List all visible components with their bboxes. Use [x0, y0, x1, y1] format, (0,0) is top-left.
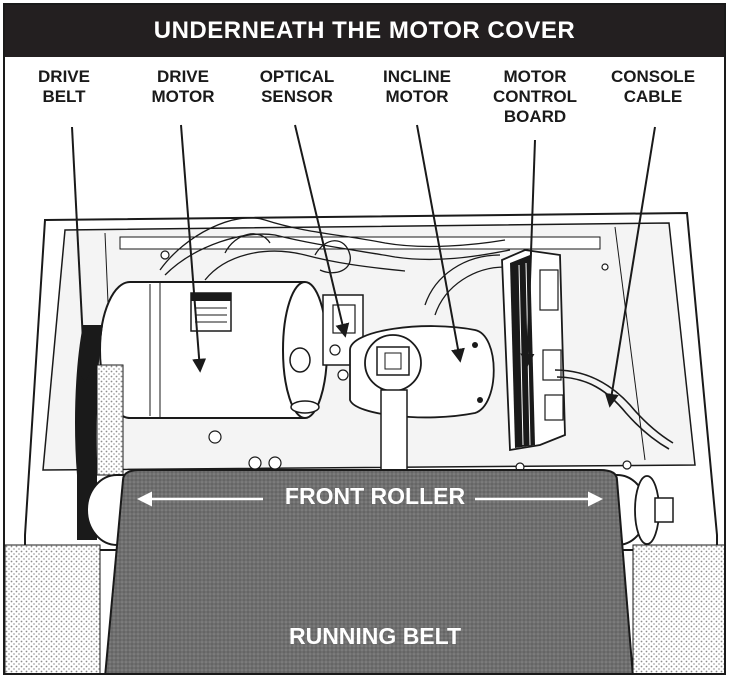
console-cable — [554, 369, 674, 450]
front-roller-label: FRONT ROLLER — [284, 483, 466, 509]
right-side-rail — [632, 544, 724, 673]
hardware-details — [160, 250, 632, 472]
label-optical-sensor: OPTICAL SENSOR — [259, 67, 335, 106]
incline-motor-leader — [416, 124, 465, 363]
diagram-title: UNDERNEATH THE MOTOR COVER — [153, 17, 576, 44]
drive-motor — [99, 281, 328, 419]
motor-control-board-leader — [520, 139, 536, 368]
treadmill-illustration — [5, 124, 724, 673]
label-console-cable: CONSOLE CABLE — [610, 67, 696, 106]
wiring-bundle — [159, 217, 511, 316]
console-cable-leader — [604, 126, 656, 408]
running-belt — [104, 469, 634, 673]
left-side-rail — [5, 544, 101, 673]
label-drive-belt: DRIVE BELT — [38, 67, 90, 106]
running-belt-label: RUNNING BELT — [288, 623, 462, 649]
label-motor-control-board: MOTOR CONTROL BOARD — [492, 67, 578, 126]
callout-lines — [71, 124, 656, 408]
label-incline-motor: INCLINE MOTOR — [383, 67, 451, 106]
title-bar: UNDERNEATH THE MOTOR COVER — [5, 5, 724, 57]
optical-sensor-leader — [294, 124, 350, 338]
diagram-frame: UNDERNEATH THE MOTOR COVER — [3, 3, 726, 675]
label-drive-motor: DRIVE MOTOR — [151, 67, 215, 106]
drive-belt-leader — [71, 126, 92, 383]
drive-motor-leader — [180, 124, 207, 373]
motor-control-board — [501, 249, 566, 452]
